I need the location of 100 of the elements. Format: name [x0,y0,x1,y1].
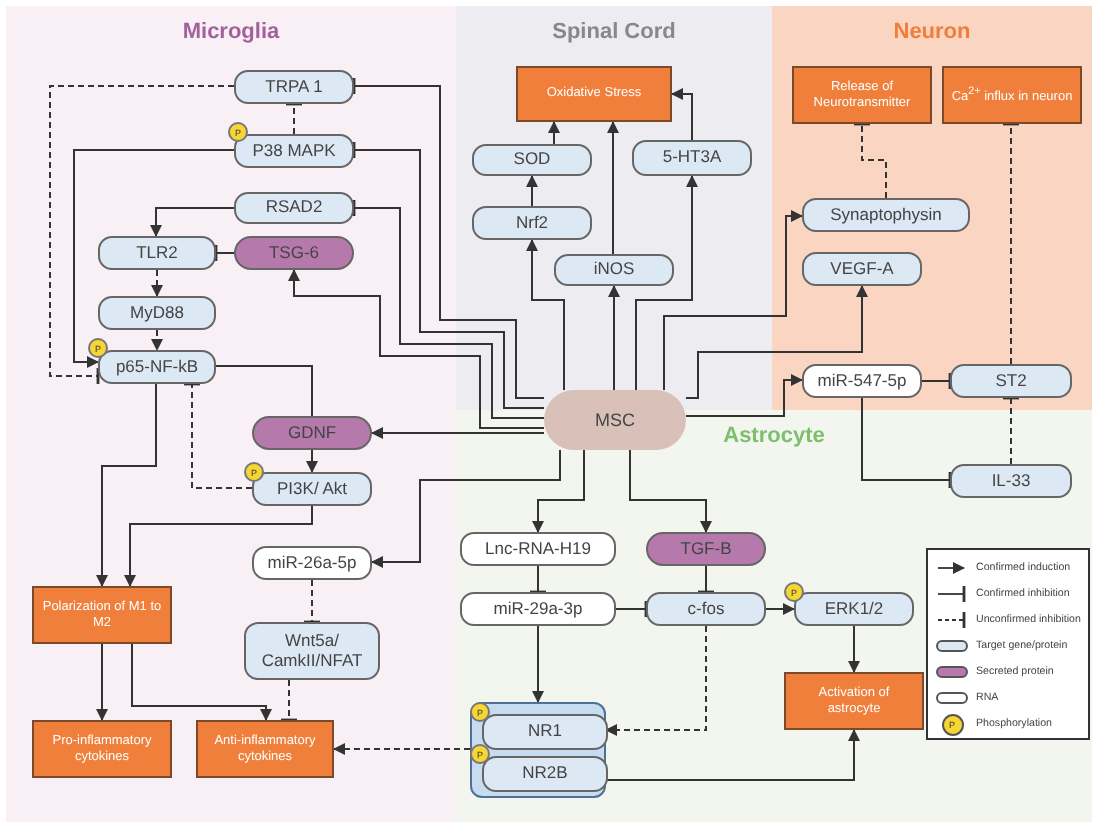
outcome-box [516,66,672,122]
gene-box [98,296,216,330]
node-label: NR2B [522,764,568,784]
rna-box [460,532,616,566]
connector [288,269,545,429]
outcome-box [32,720,172,778]
connector [848,625,860,673]
connector [352,198,545,419]
node-label: TRPA 1 [265,77,323,97]
node-label: RSAD2 [265,198,323,218]
outcome-box [942,66,1082,124]
secreted-protein-box [646,532,766,566]
gene-box [482,714,608,750]
dashed-connector [151,329,163,351]
dashed-connector [151,269,163,297]
gene-box [234,192,354,224]
connector [124,505,313,587]
gene-box [794,592,914,626]
connector [685,285,868,399]
node-label: MyD88 [130,303,184,323]
region-panel [772,6,1092,410]
connector [608,285,620,391]
gene-box [802,252,922,286]
node-label: TLR2 [136,243,178,263]
node-label: GDNF [287,423,337,443]
connector [73,149,235,368]
node-label: MSC [595,409,635,431]
gene-box [802,198,970,232]
connector [215,365,313,417]
msc-shape [544,390,686,450]
rna-box [802,364,922,398]
gene-box [244,622,380,680]
gene-box [234,70,354,104]
dashed-connector [1001,122,1021,365]
connector [861,397,952,490]
connector [615,599,648,619]
gene-box [98,350,216,384]
node-label: Lnc-RNA-H19 [485,539,591,559]
node-label: ERK1/2 [824,599,884,619]
dashed-connector [49,85,235,386]
connector [765,603,795,615]
node-label: miR-29a-3p [493,599,583,619]
node-label: miR-26a-5p [267,553,357,573]
dashed-connector [1001,396,1021,465]
gene-box [554,254,674,286]
node-label: TGF-B [680,539,732,559]
connector [352,76,545,399]
rna-box [460,592,616,626]
gene-box [472,206,592,240]
dashed-connector [279,679,299,722]
node-label: P38 MAPK [252,141,336,161]
node-label: PI3K/ Akt [277,479,347,499]
connector [96,383,157,587]
gene-box [646,592,766,626]
node-label: Wnt5a/ CamkII/NFAT [259,631,365,671]
node-label: VEGF-A [830,259,894,279]
dashed-connector [302,579,322,624]
outcome-box [784,672,924,730]
connector [96,643,108,721]
dashed-connector [852,122,887,199]
connector [131,643,272,721]
gene-box [950,464,1072,498]
node-label: c-fos [687,599,725,619]
outcome-box [196,720,334,778]
region-title: Spinal Cord [550,20,678,46]
connector [532,449,585,533]
outcome-box [32,586,172,644]
rna-box [252,546,372,580]
connector [150,207,235,237]
region-title: Microglia [180,20,282,46]
connector [532,625,544,703]
node-label: NR1 [527,722,562,742]
gene-box [482,756,608,792]
node-label: p65-NF-kB [115,357,199,377]
connector [696,565,716,594]
gene-box [234,134,354,168]
receptor-group-box [470,702,606,798]
gene-box [950,364,1072,398]
region-panel [6,6,456,822]
node-label: iNOS [593,260,635,280]
connector [371,449,561,568]
dashed-connector [605,625,707,736]
connector [663,210,803,391]
secreted-protein-box [252,416,372,450]
connector [352,140,545,409]
secreted-protein-box [234,236,354,270]
region-panel [456,6,772,410]
connector [371,427,545,439]
connector [921,371,952,391]
connector [605,729,860,781]
node-label: TSG-6 [268,243,320,263]
gene-box [632,140,752,176]
gene-box [98,236,216,270]
connector [685,374,803,417]
dashed-connector [284,102,304,135]
node-label: ST2 [995,371,1027,391]
node-label: IL-33 [991,471,1031,491]
connector [526,239,565,391]
node-label: 5-HT3A [662,148,722,168]
dashed-connector [333,743,471,755]
